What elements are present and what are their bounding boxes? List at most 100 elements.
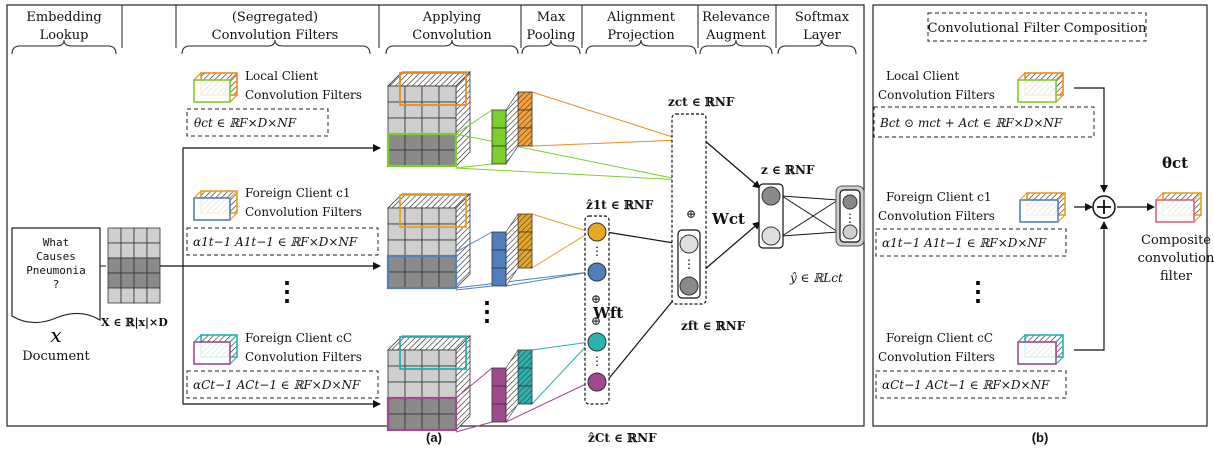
conv-cell — [421, 85, 440, 103]
filter-front — [1155, 199, 1195, 223]
conv-cell — [387, 117, 406, 135]
z-arrow-1 — [703, 139, 761, 189]
filter-edge — [1055, 94, 1064, 103]
filter-edge — [1017, 334, 1026, 343]
composition-title: Convolutional Filter Composition — [928, 21, 1147, 36]
conv-cell — [387, 413, 406, 431]
z1hat-node-top — [587, 222, 607, 242]
conv-cell — [404, 271, 423, 289]
b-vertical-dots: ⋮ — [965, 277, 991, 307]
pool-front-cell — [491, 385, 507, 405]
header-applying-1: Applying — [422, 10, 481, 25]
embedding-cell — [107, 227, 122, 244]
conv-cell — [421, 381, 440, 399]
conv-cell — [387, 207, 406, 225]
conv-cell — [387, 381, 406, 399]
foreignC-formula: αCt−1 ACt−1 ∈ ℝF×D×NF — [193, 378, 361, 392]
filter-front — [193, 79, 231, 103]
b-foreignC-formula: αCt−1 ACt−1 ∈ ℝF×D×NF — [882, 378, 1050, 392]
projection-lines — [455, 91, 839, 433]
proj-line — [531, 139, 683, 147]
header-filters-2: Convolution Filters — [212, 28, 339, 43]
conv-cell — [438, 207, 457, 225]
local-client-label-1: Local Client — [245, 69, 318, 83]
yhat-label: ŷ ∈ ℝLct — [789, 271, 843, 285]
softmax-line — [781, 199, 839, 237]
zf-node-top — [679, 234, 699, 254]
embedding-cell — [133, 257, 148, 274]
vertical-dots-2: ⋮ — [474, 297, 500, 327]
b-local-label-1: Local Client — [886, 69, 959, 83]
filter-front — [193, 341, 231, 365]
proj-line — [455, 285, 493, 291]
conv-cell — [421, 207, 440, 225]
filter-edge — [1055, 72, 1064, 81]
caption-a: (a) — [426, 430, 442, 445]
conv-filter-front — [386, 132, 458, 168]
embedding-cell — [146, 272, 161, 289]
header-softmax-1: Softmax — [795, 10, 850, 25]
header-relevance-2: Augment — [705, 28, 766, 43]
embedding-cell — [146, 227, 161, 244]
foreign1-formula: α1t−1 A1t−1 ∈ ℝF×D×NF — [193, 235, 358, 249]
caption-b: (b) — [1032, 430, 1049, 445]
conv-cell — [404, 413, 423, 431]
conv-cell — [438, 381, 457, 399]
foreignC-filter-icon — [193, 334, 238, 365]
zChat-node-bottom — [587, 372, 607, 392]
conv-cell — [438, 85, 457, 103]
local-formula-box — [186, 108, 329, 137]
proj-line — [531, 341, 591, 351]
filter-edge — [229, 190, 238, 199]
embedding-cell — [107, 272, 122, 289]
filter-edge — [193, 72, 202, 81]
header-alignment-1: Alignment — [606, 10, 676, 25]
conv-cell — [404, 85, 423, 103]
conv-cell — [404, 381, 423, 399]
conv-cell — [438, 271, 457, 289]
filter-icons — [193, 72, 1202, 365]
filter-edge — [1193, 214, 1202, 223]
conv-filter-back — [399, 336, 467, 370]
embedding-cell — [146, 257, 161, 274]
embedding-cell — [120, 242, 135, 259]
pool-back-cell — [517, 385, 533, 405]
b-foreign1-label-2: Convolution Filters — [878, 209, 995, 223]
embedding-cell — [120, 272, 135, 289]
filter-edge — [1155, 192, 1164, 201]
filter-edge — [1057, 214, 1066, 223]
query-line-4: ? — [53, 278, 60, 291]
header-applying-2: Convolution — [412, 28, 492, 43]
zf-node-bottom — [679, 276, 699, 296]
panel-b-frame — [872, 4, 1208, 427]
filter-edge — [229, 94, 238, 103]
z-node-bottom — [761, 226, 781, 246]
proj-line — [531, 213, 591, 233]
conv-cell — [404, 397, 423, 415]
z1hat-node-bottom — [587, 262, 607, 282]
filter-edge — [193, 334, 202, 343]
filter-edge — [1019, 192, 1028, 201]
oplus-1: ⊕ — [686, 207, 696, 221]
zf-label: zft ∈ ℝNF — [681, 319, 746, 333]
composite-3: filter — [1160, 269, 1193, 284]
conv-cell — [421, 239, 440, 257]
filter-edge — [229, 356, 238, 365]
proj-line — [455, 109, 493, 135]
embedding-cell — [120, 257, 135, 274]
filter-edge — [1193, 192, 1202, 201]
pool-back-cell — [517, 109, 533, 129]
plus-circle — [1092, 195, 1116, 219]
conv-cell — [404, 149, 423, 167]
pool-back-cell — [517, 213, 533, 233]
filter-edge — [229, 72, 238, 81]
pool-front-cell — [491, 231, 507, 251]
conv-side — [455, 335, 471, 431]
filter-edge — [229, 212, 238, 221]
pool-front-cell — [491, 249, 507, 269]
local-pool — [491, 91, 533, 165]
foreign1-label-2: Convolution Filters — [245, 205, 362, 219]
embedding-formula: X ∈ ℝ|x|×D — [101, 316, 168, 329]
embedding-cell — [146, 242, 161, 259]
